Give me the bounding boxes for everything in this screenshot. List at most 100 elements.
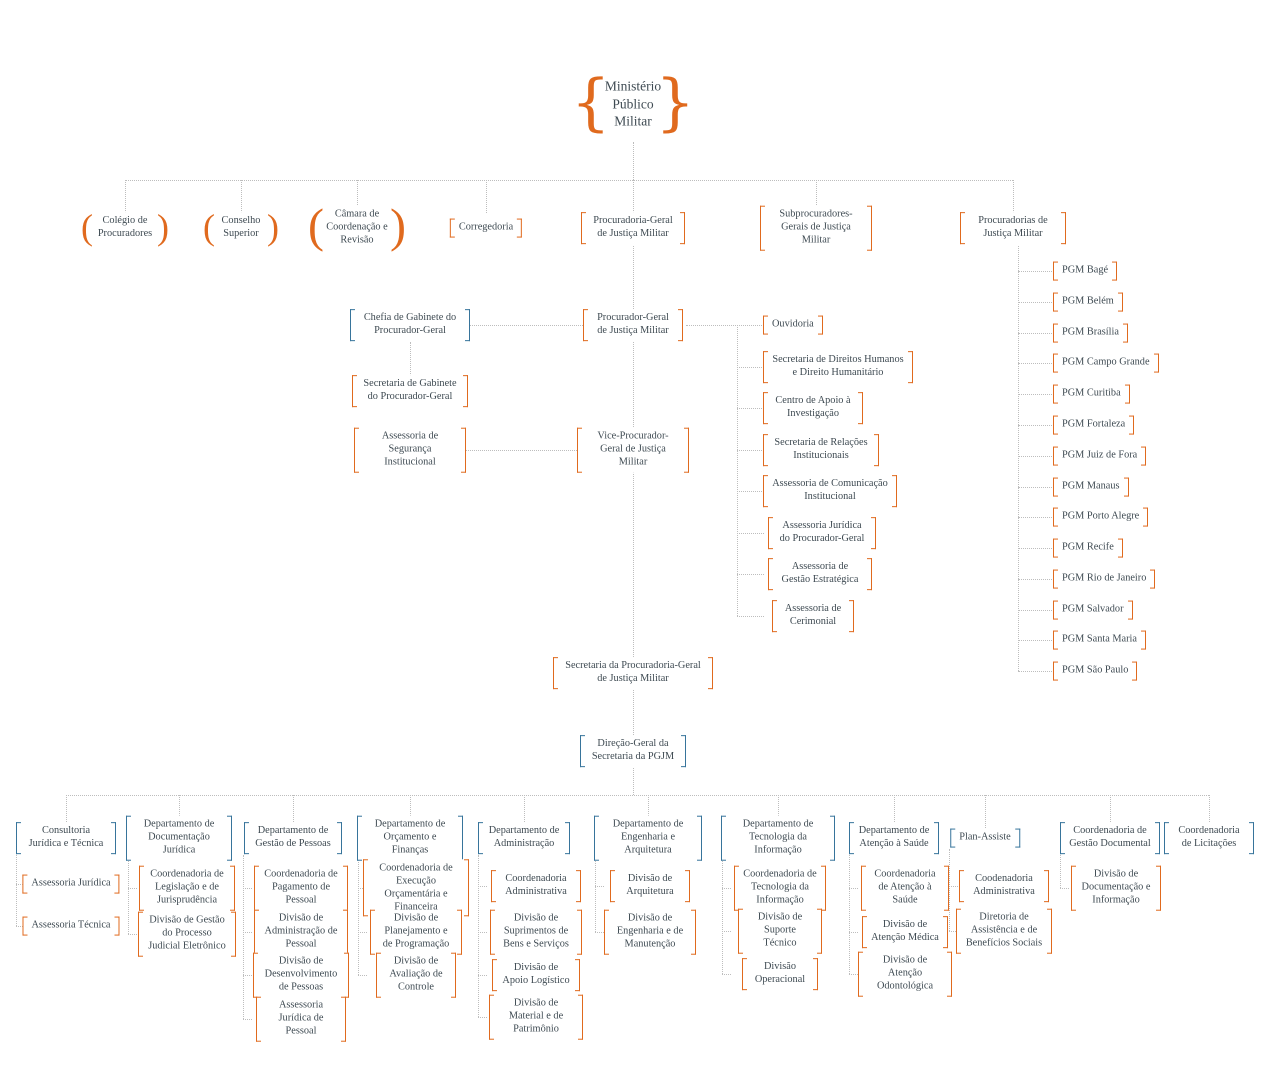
connector <box>1018 640 1054 641</box>
node-vice-procurador-geral: Vice-Procurador-Geral de Justiça Militar <box>577 427 689 473</box>
node-coodenadoria-administrativa: Coodenadoria Administrativa <box>959 870 1049 902</box>
node-div-gestao-processo-judicial: Divisão de Gestão do Processo Judicial E… <box>138 911 236 957</box>
connector <box>357 180 358 213</box>
node-assessoria-seguranca: Assessoria de Segurança Institucional <box>354 427 466 473</box>
connector <box>1060 888 1069 889</box>
connector <box>595 886 604 887</box>
connector <box>410 342 411 378</box>
node-div-suporte-tecnico: Divisão de Suporte Técnico <box>738 908 822 954</box>
connector <box>128 855 129 934</box>
node-centro-apoio-investigacao: Centro de Apoio à Investigação <box>763 392 863 424</box>
node-coord-execucao-orcamentaria: Coordenadoria de Execução Orçamentária e… <box>363 859 469 918</box>
node-dept-documentacao-juridica: Departamento de Documentação Jurídica <box>126 815 232 861</box>
connector <box>466 450 577 451</box>
node-coordenadoria-licitacoes: Coordenadoria de Licitações <box>1164 822 1254 854</box>
connector <box>358 888 367 889</box>
connector <box>358 855 359 975</box>
node-chefia-gabinete: Chefia de Gabinete do Procurador-Geral <box>350 309 470 341</box>
node-div-engenharia-manutencao: Divisão de Engenharia e de Manutenção <box>604 909 696 955</box>
connector <box>722 855 723 974</box>
node-assessoria-juridica: Assessoria Jurídica <box>22 874 120 894</box>
connector <box>293 795 294 828</box>
connector <box>648 795 649 828</box>
node-dept-engenharia-arquitetura: Departamento de Engenharia e Arquitetura <box>594 815 702 861</box>
node-assessoria-comunicacao: Assessoria de Comunicação Institucional <box>763 475 897 507</box>
node-pgm-bage: PGM Bagé <box>1053 261 1118 281</box>
connector <box>816 180 817 213</box>
node-dept-administracao: Departamento de Administração <box>478 822 570 854</box>
connector <box>1018 456 1054 457</box>
connector <box>358 975 367 976</box>
node-pgm-curitiba: PGM Curitiba <box>1053 384 1130 404</box>
node-procuradorias-jm: Procuradorias de Justiça Militar <box>960 212 1066 244</box>
node-pgm-campo-grande: PGM Campo Grande <box>1053 353 1159 373</box>
node-pgm-brasilia: PGM Brasília <box>1053 323 1128 343</box>
node-pgm-recife: PGM Recife <box>1053 538 1123 558</box>
connector <box>125 180 126 213</box>
node-dept-gestao-pessoas: Departamento de Gestão de Pessoas <box>244 822 342 854</box>
node-coord-legislacao-jurisprudencia: Coordenadoria de Legislação e de Jurispr… <box>139 865 235 911</box>
connector <box>737 408 764 409</box>
node-pgm-santa-maria: PGM Santa Maria <box>1053 630 1146 650</box>
node-div-planejamento-programacao: Divisão de Planejamento e de Programação <box>370 909 462 955</box>
connector <box>1018 487 1054 488</box>
connector <box>1060 855 1061 888</box>
connector <box>1018 333 1054 334</box>
connector <box>778 795 779 828</box>
connector <box>737 367 764 368</box>
connector <box>737 325 738 616</box>
node-secretaria-relacoes-institucionais: Secretaria de Relações Institucionais <box>763 434 879 466</box>
connector <box>894 795 895 828</box>
node-assessoria-juridica-pessoal: Assessoria Jurídica de Pessoal <box>256 996 346 1042</box>
node-assessoria-tecnica: Assessoria Técnica <box>22 916 120 936</box>
node-div-suprimentos-bens-servicos: Divisão de Suprimentos de Bens e Serviço… <box>490 909 582 955</box>
node-dept-atencao-saude: Departamento de Atenção à Saúde <box>849 822 939 854</box>
connector <box>1018 302 1054 303</box>
connector <box>737 533 764 534</box>
node-dept-plan-assiste: Plan-Assiste <box>950 828 1020 848</box>
connector <box>737 325 764 326</box>
connector <box>16 855 17 926</box>
connector <box>949 886 958 887</box>
connector <box>1209 795 1210 828</box>
node-dept-tecnologia-informacao: Departamento de Tecnologia da Informação <box>721 815 835 861</box>
node-coord-administrativa: Coordenadoria Administrativa <box>491 870 581 902</box>
connector <box>16 926 25 927</box>
connector <box>722 888 731 889</box>
connector <box>66 795 1209 796</box>
connector <box>722 931 731 932</box>
node-conselho-superior: Conselho Superior <box>209 212 273 244</box>
connector <box>1013 180 1014 213</box>
connector <box>949 931 958 932</box>
connector <box>179 795 180 828</box>
node-pgm-porto-alegre: PGM Porto Alegre <box>1053 507 1149 527</box>
connector <box>737 574 764 575</box>
node-coordenadoria-gestao-documental: Coordenadoria de Gestão Documental <box>1060 822 1160 854</box>
connector <box>478 932 487 933</box>
connector <box>686 325 738 326</box>
connector <box>1018 517 1054 518</box>
node-div-desenvolvimento-pessoas: Divisão de Desenvolvimento de Pessoas <box>253 952 349 998</box>
connector <box>633 180 634 213</box>
node-div-administracao-pessoal: Divisão de Administração de Pessoal <box>254 909 348 955</box>
connector <box>849 932 858 933</box>
node-secretaria-direitos-humanos: Secretaria de Direitos Humanos e Direito… <box>763 351 913 383</box>
connector <box>66 795 67 828</box>
connector <box>243 888 252 889</box>
connector <box>633 142 634 180</box>
node-assessoria-juridica-pg: Assessoria Jurídica do Procurador-Geral <box>768 517 876 549</box>
connector <box>243 932 252 933</box>
connector <box>722 974 731 975</box>
connector <box>358 932 367 933</box>
node-dept-orcamento-financas: Departamento de Orçamento e Finanças <box>357 815 463 861</box>
node-coord-pagamento-pessoal: Coordenadoria de Pagamento de Pessoal <box>254 865 348 911</box>
connector <box>1110 795 1111 828</box>
connector <box>849 888 858 889</box>
connector <box>849 974 858 975</box>
node-colegio-de-procuradores: Colégio de Procuradores <box>87 212 163 244</box>
connector <box>1018 271 1054 272</box>
node-div-atencao-medica: Divisão de Atenção Médica <box>862 916 948 948</box>
connector <box>1018 579 1054 580</box>
node-camara-coordenacao-revisao: Câmara de Coordenação e Revisão <box>314 205 400 251</box>
